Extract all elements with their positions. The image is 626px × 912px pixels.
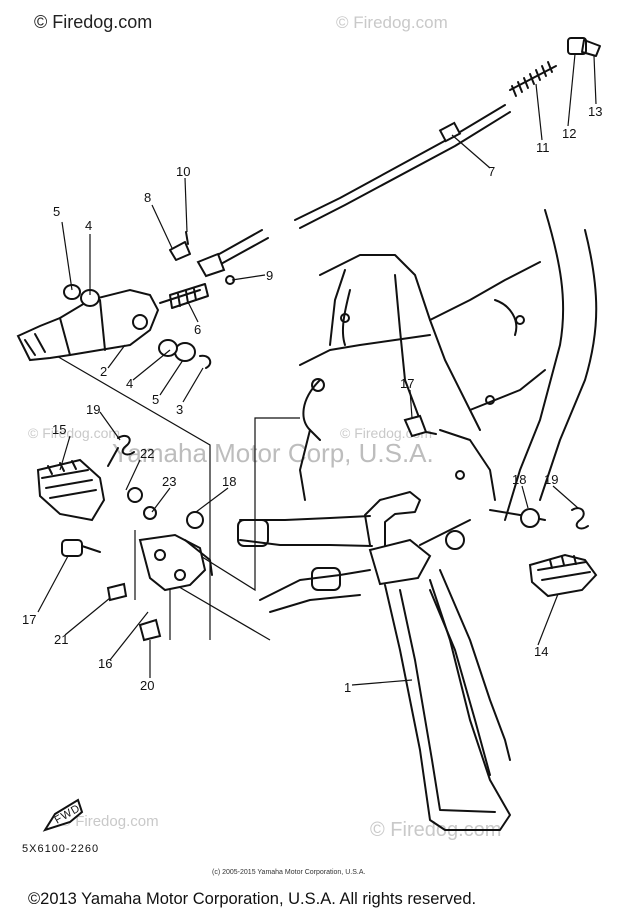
callout-5-lower: 5 <box>152 392 159 407</box>
callout-12: 12 <box>562 126 576 141</box>
brake-rod-cable <box>204 104 511 271</box>
footrest-pin <box>127 487 143 503</box>
callout-16: 16 <box>98 656 112 671</box>
callout-19-right: 19 <box>544 472 558 487</box>
circlip <box>199 354 212 369</box>
callout-8: 8 <box>144 190 151 205</box>
callout-15: 15 <box>52 422 66 437</box>
watermark-top-left: © Firedog.com <box>34 12 152 32</box>
watermark-top-right: © Firedog.com <box>336 13 448 32</box>
washer <box>63 284 196 362</box>
spring <box>509 61 557 97</box>
watermark-bottom-right: © Firedog.com <box>370 819 501 841</box>
watermark-bottom-left: © Firedog.com <box>60 813 159 830</box>
callout-17-right: 17 <box>400 376 414 391</box>
callout-18-right: 18 <box>512 472 526 487</box>
callout-19: 19 <box>86 402 100 417</box>
callout-10: 10 <box>176 164 190 179</box>
callout-7: 7 <box>488 164 495 179</box>
callout-9: 9 <box>266 268 273 283</box>
copyright: ©2013 Yamaha Motor Corporation, U.S.A. A… <box>28 890 476 908</box>
callout-14: 14 <box>534 644 548 659</box>
callout-17: 17 <box>22 612 36 627</box>
callout-2: 2 <box>100 364 107 379</box>
callout-20: 20 <box>140 678 154 693</box>
clevis-pin <box>581 39 601 57</box>
watermark-overlay: Yamaha Motor Corp, U.S.A. <box>112 438 434 468</box>
callout-5: 5 <box>53 204 60 219</box>
footrest-spring <box>107 434 135 467</box>
callout-18: 18 <box>222 474 236 489</box>
callout-21: 21 <box>54 632 68 647</box>
callout-23: 23 <box>162 474 176 489</box>
right-bolts <box>403 414 589 530</box>
callout-6: 6 <box>194 322 201 337</box>
callout-4: 4 <box>85 218 92 233</box>
brake-pedal <box>16 288 160 362</box>
leader-lines <box>37 53 597 686</box>
diagram-code: 5X6100-2260 <box>22 843 99 855</box>
left-footrest <box>36 458 106 522</box>
watermark-mid-left: © Firedog.com <box>28 425 120 441</box>
right-footrest <box>528 553 598 598</box>
frame <box>237 209 598 613</box>
footrest-bracket <box>138 533 213 592</box>
callout-13: 13 <box>588 104 602 119</box>
callout-3: 3 <box>176 402 183 417</box>
footer-small: (c) 2005-2015 Yamaha Motor Corporation, … <box>212 869 365 876</box>
brake-pedal-bolt-group <box>159 231 235 309</box>
callout-1: 1 <box>344 680 351 695</box>
callout-4-lower: 4 <box>126 376 133 391</box>
callout-11: 11 <box>536 140 550 155</box>
main-stand <box>364 491 511 831</box>
callout-22: 22 <box>140 446 154 461</box>
callouts: 5 4 2 4 5 3 6 8 10 9 7 11 12 13 17 18 19… <box>22 104 602 695</box>
